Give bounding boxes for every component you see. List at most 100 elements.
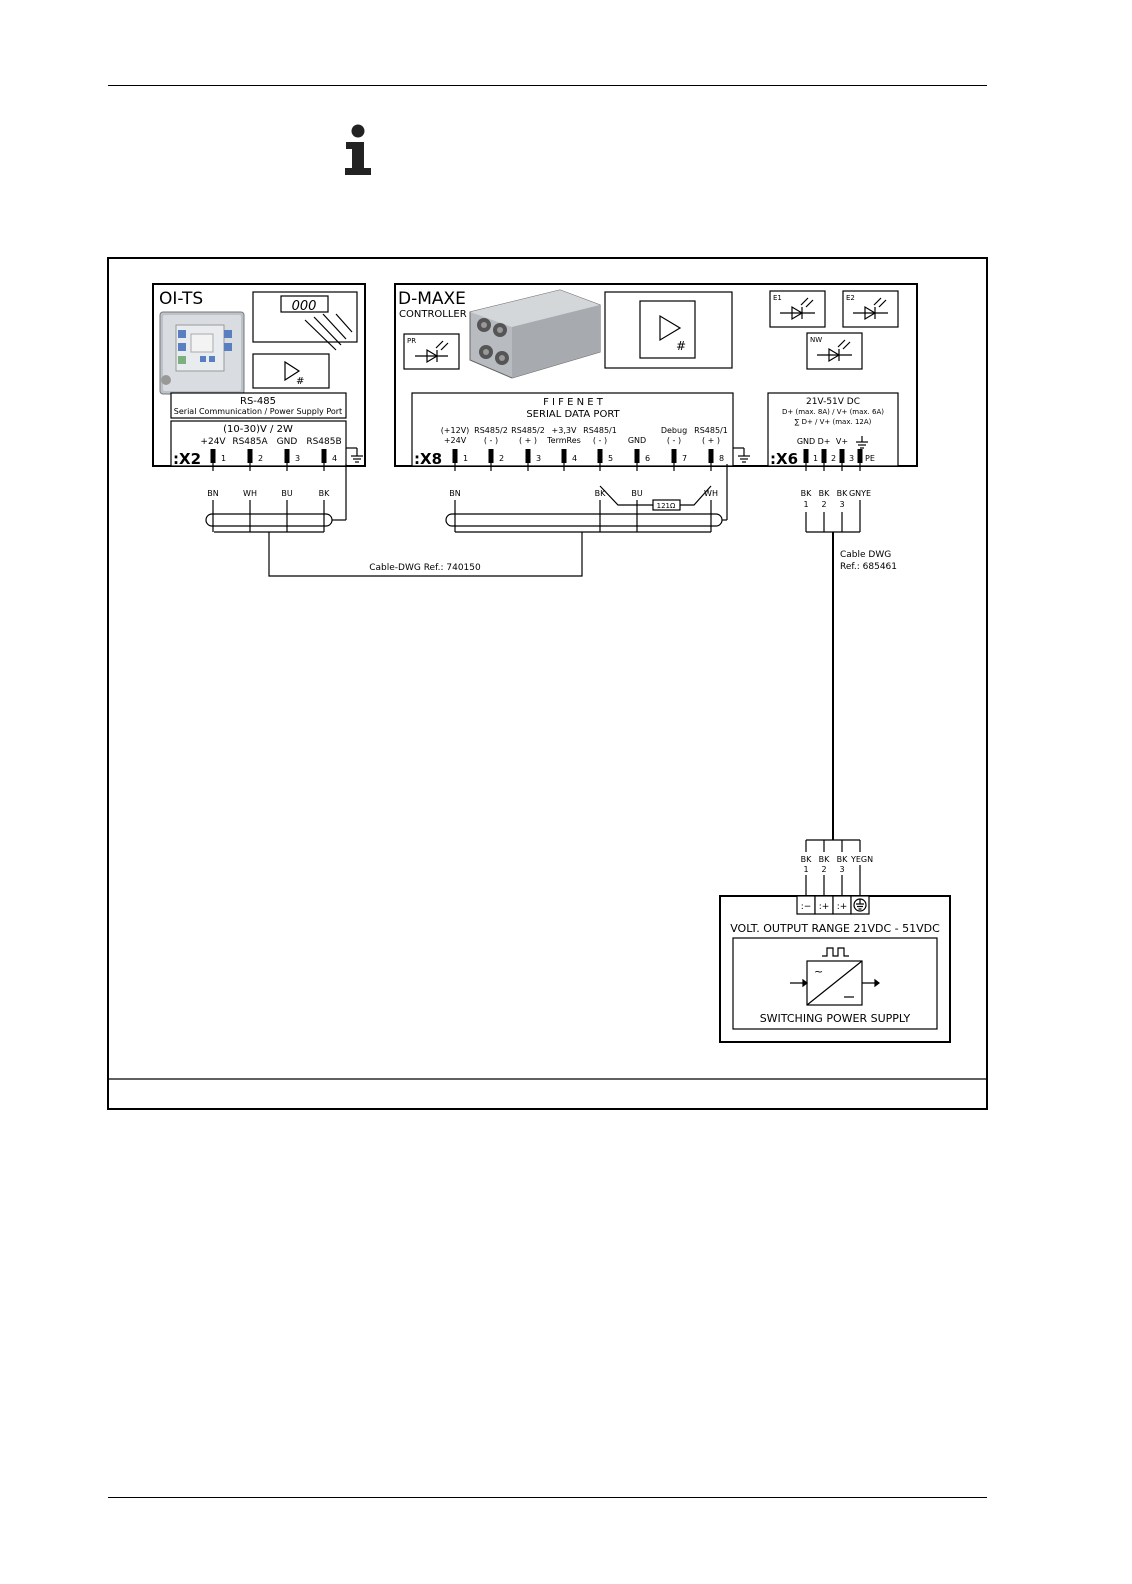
cable1-label: Cable-DWG Ref.: 740150 bbox=[369, 563, 481, 573]
oits-connector-label: :X2 bbox=[173, 450, 201, 468]
oits-display-value: 000 bbox=[292, 299, 317, 314]
x8-pin-2 bbox=[488, 449, 494, 463]
dmaxe-amplifier-icon: # bbox=[659, 314, 686, 353]
x8-pin-number: 3 bbox=[536, 454, 541, 463]
oits-connector-box bbox=[170, 420, 347, 467]
x2-pin-label: RS485A bbox=[232, 437, 268, 447]
x2-pin-4 bbox=[321, 449, 327, 463]
x8-pin-4 bbox=[561, 449, 567, 463]
x8-pin-7 bbox=[671, 449, 677, 463]
x8-pin-label: ( - ) bbox=[667, 436, 681, 445]
x6-pin-2 bbox=[821, 449, 827, 463]
x8-pin-6 bbox=[634, 449, 640, 463]
led-e2-icon bbox=[853, 297, 888, 321]
x2-pin-number: 2 bbox=[258, 454, 263, 463]
x6-pin-number: 1 bbox=[813, 454, 818, 463]
x8-pin-top-label: RS485/2 bbox=[511, 426, 545, 435]
oits-port-subtitle: Serial Communication / Power Supply Port bbox=[174, 407, 342, 416]
x8-wire-color: BK bbox=[595, 489, 606, 498]
svg-text:#: # bbox=[296, 376, 304, 387]
x8-ground-icon bbox=[733, 447, 750, 463]
x8-pin-number: 4 bbox=[572, 454, 577, 463]
x2-pin-label: +24V bbox=[200, 437, 226, 447]
x6-pin-number: 3 bbox=[849, 454, 854, 463]
footer-rule bbox=[108, 1497, 987, 1498]
x6-wire-number: 1 bbox=[803, 500, 808, 509]
x2-pin-number: 4 bbox=[332, 454, 337, 463]
oits-device-image bbox=[159, 311, 245, 395]
dmaxe-subtitle: CONTROLLER bbox=[399, 309, 467, 320]
x8-pin-top-label: RS485/2 bbox=[474, 426, 508, 435]
dmaxe-device-image bbox=[469, 289, 601, 379]
cable-685461 bbox=[805, 500, 861, 852]
x2-pin-label: GND bbox=[277, 437, 298, 447]
psu-wire-2: BK bbox=[819, 855, 830, 864]
psu-wire-num-3: 3 bbox=[839, 865, 844, 874]
x6-wire-number: 2 bbox=[821, 500, 826, 509]
psu-terminal-1: :− bbox=[801, 902, 812, 912]
power-line1: D+ (max. 8A) / V+ (max. 6A) bbox=[782, 408, 884, 416]
x6-wire-color: GNYE bbox=[849, 489, 871, 498]
x8-pin-top-label: RS485/1 bbox=[583, 426, 617, 435]
info-icon bbox=[345, 124, 371, 175]
x6-pin-pe: PE bbox=[865, 454, 875, 463]
x6-pin-label: D+ bbox=[818, 437, 831, 446]
x6-pin-number: 2 bbox=[831, 454, 836, 463]
psu-terminal-2: :+ bbox=[819, 902, 830, 912]
x8-pin-number: 6 bbox=[645, 454, 650, 463]
x6-wire-number: 3 bbox=[839, 500, 844, 509]
x8-wire-color: WH bbox=[704, 489, 718, 498]
x8-pin-1 bbox=[452, 449, 458, 463]
x8-pin-top-label: Debug bbox=[661, 426, 687, 435]
indicator-e2-label: E2 bbox=[846, 294, 855, 302]
svg-text:#: # bbox=[676, 339, 686, 353]
fifenet-title: F I F E N E T bbox=[543, 397, 604, 408]
psu-earth-icon bbox=[853, 898, 867, 912]
x8-pin-number: 8 bbox=[719, 454, 724, 463]
touch-icon bbox=[304, 313, 353, 351]
x6-pin-4 bbox=[857, 449, 863, 463]
psu-symbol-icon: ~ bbox=[790, 947, 880, 1006]
x6-wire-color: BK bbox=[819, 489, 830, 498]
x6-connector-label: :X6 bbox=[770, 450, 798, 468]
x2-pin-2 bbox=[247, 449, 253, 463]
x6-pin-1 bbox=[803, 449, 809, 463]
x8-pin-3 bbox=[525, 449, 531, 463]
x8-pin-label: +24V bbox=[444, 436, 467, 445]
indicator-nw bbox=[806, 332, 863, 370]
oits-title: OI-TS bbox=[159, 289, 203, 309]
indicator-pr bbox=[403, 333, 460, 370]
x8-pin-number: 2 bbox=[499, 454, 504, 463]
amplifier-icon: # bbox=[284, 360, 304, 387]
power-port-box bbox=[767, 392, 899, 467]
psu-terminals: :− :+ :+ bbox=[796, 895, 870, 915]
psu-range: VOLT. OUTPUT RANGE 21VDC - 51VDC bbox=[730, 922, 940, 935]
x8-pin-label: ( - ) bbox=[593, 436, 607, 445]
psu-inner-box bbox=[732, 937, 938, 1030]
indicator-e2 bbox=[842, 290, 899, 328]
indicator-e1-label: E1 bbox=[773, 294, 782, 302]
x8-wire-color: BU bbox=[631, 489, 642, 498]
psu-wire-num-1: 1 bbox=[803, 865, 808, 874]
x2-pin-number: 3 bbox=[295, 454, 300, 463]
resistor-label: 121Ω bbox=[657, 502, 676, 510]
oits-ground-icon bbox=[346, 447, 363, 463]
indicator-pr-label: PR bbox=[407, 337, 416, 345]
psu-name: SWITCHING POWER SUPPLY bbox=[760, 1012, 911, 1025]
indicator-nw-label: NW bbox=[810, 336, 822, 344]
x6-pin-label: V+ bbox=[836, 437, 848, 446]
x8-wire-color: BN bbox=[449, 489, 460, 498]
x8-pin-number: 7 bbox=[682, 454, 687, 463]
x8-connector-label: :X8 bbox=[414, 450, 442, 468]
x8-pin-label: TermRes bbox=[546, 436, 581, 445]
x2-wire-color: BU bbox=[281, 489, 292, 498]
dmaxe-title: D-MAXE bbox=[398, 289, 466, 309]
psu-terminal-3: :+ bbox=[837, 902, 848, 912]
x2-pin-number: 1 bbox=[221, 454, 226, 463]
connector-pins: +24V1BNRS485A2WHGND3BURS485B4BK(+12V)+24… bbox=[200, 426, 875, 532]
x8-pin-number: 1 bbox=[463, 454, 468, 463]
x2-wire-color: BK bbox=[319, 489, 330, 498]
cable2-label-1: Cable DWG bbox=[840, 550, 891, 560]
psu-wire-1: BK bbox=[801, 855, 812, 864]
